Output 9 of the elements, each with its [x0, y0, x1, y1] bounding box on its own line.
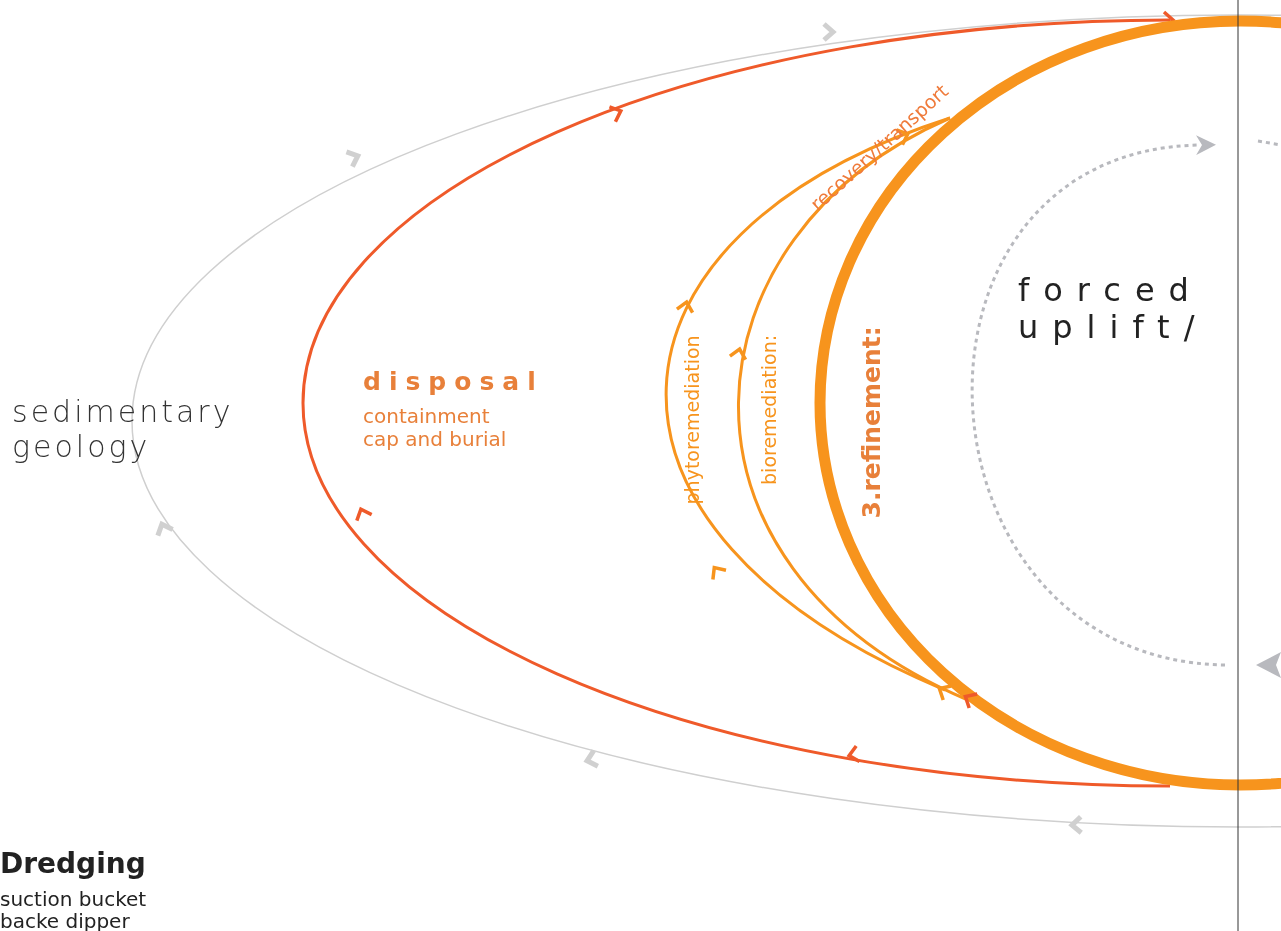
section-heading: Dredging — [0, 848, 146, 881]
method-label: suction bucket — [0, 888, 147, 911]
loop-label: containment cap and burial — [363, 405, 508, 451]
cycle-label: forced uplift/ — [1018, 272, 1210, 346]
loop-label: bioremediation: — [759, 335, 781, 485]
loop-heading: 3.refinement: — [857, 325, 887, 519]
cycle-label: sedimentary geology — [12, 395, 235, 464]
loop-label: phytoremediation — [682, 335, 704, 505]
loop-heading: disposal — [363, 368, 544, 397]
